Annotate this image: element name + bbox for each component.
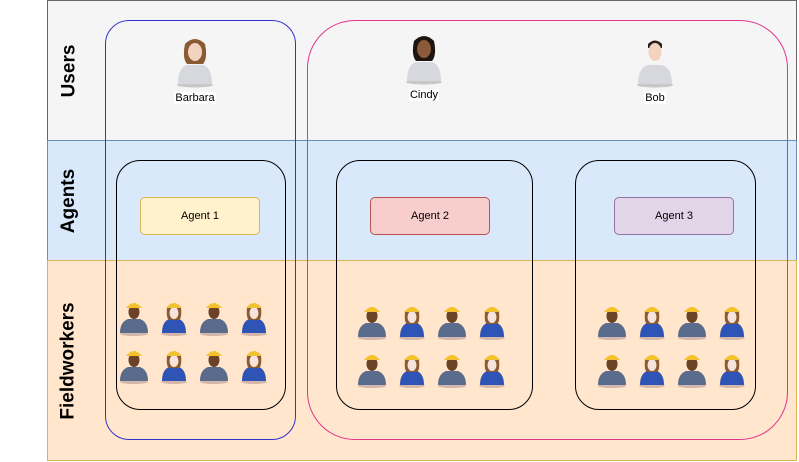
female-fieldworker-icon[interactable] — [716, 350, 748, 388]
male-fieldworker-icon[interactable] — [436, 350, 468, 388]
female-fieldworker-icon[interactable] — [476, 350, 508, 388]
lane-label-users: Users — [58, 44, 80, 97]
user-cindy[interactable]: Cindy — [384, 33, 464, 103]
male-fieldworker-icon[interactable] — [676, 350, 708, 388]
user-name: Bob — [644, 92, 666, 104]
lane-label-fieldworkers: Fieldworkers — [58, 301, 79, 420]
male-fieldworker-icon[interactable] — [198, 346, 230, 384]
female-fieldworker-icon[interactable] — [476, 302, 508, 340]
lane-label-agents: Agents — [58, 168, 79, 233]
agent-2-cluster[interactable] — [336, 160, 533, 410]
woman-user-icon — [406, 36, 442, 85]
male-fieldworker-icon[interactable] — [198, 298, 230, 336]
female-fieldworker-icon[interactable] — [158, 346, 190, 384]
female-fieldworker-icon[interactable] — [158, 298, 190, 336]
agent-3-box[interactable]: Agent 3 — [614, 197, 734, 235]
user-name: Barbara — [174, 92, 216, 104]
male-fieldworker-icon[interactable] — [118, 298, 150, 336]
male-fieldworker-icon[interactable] — [596, 350, 628, 388]
female-fieldworker-icon[interactable] — [396, 350, 428, 388]
male-fieldworker-icon[interactable] — [436, 302, 468, 340]
male-fieldworker-icon[interactable] — [356, 302, 388, 340]
barbara-group[interactable] — [105, 20, 296, 440]
female-fieldworker-icon[interactable] — [636, 350, 668, 388]
woman-user-icon — [177, 39, 213, 88]
male-fieldworker-icon[interactable] — [676, 302, 708, 340]
agent-1-cluster[interactable] — [116, 160, 286, 410]
agent-1-box[interactable]: Agent 1 — [140, 197, 260, 235]
male-fieldworker-icon[interactable] — [356, 350, 388, 388]
user-bob[interactable]: Bob — [615, 36, 695, 106]
male-fieldworker-icon[interactable] — [118, 346, 150, 384]
agent-3-cluster[interactable] — [575, 160, 756, 410]
female-fieldworker-icon[interactable] — [636, 302, 668, 340]
female-fieldworker-icon[interactable] — [238, 346, 270, 384]
male-fieldworker-icon[interactable] — [596, 302, 628, 340]
man-user-icon — [637, 40, 673, 88]
cindy-bob-group[interactable] — [307, 20, 788, 440]
user-name: Cindy — [408, 89, 440, 101]
female-fieldworker-icon[interactable] — [716, 302, 748, 340]
female-fieldworker-icon[interactable] — [238, 298, 270, 336]
agent-2-box[interactable]: Agent 2 — [370, 197, 490, 235]
user-barbara[interactable]: Barbara — [155, 36, 235, 106]
female-fieldworker-icon[interactable] — [396, 302, 428, 340]
